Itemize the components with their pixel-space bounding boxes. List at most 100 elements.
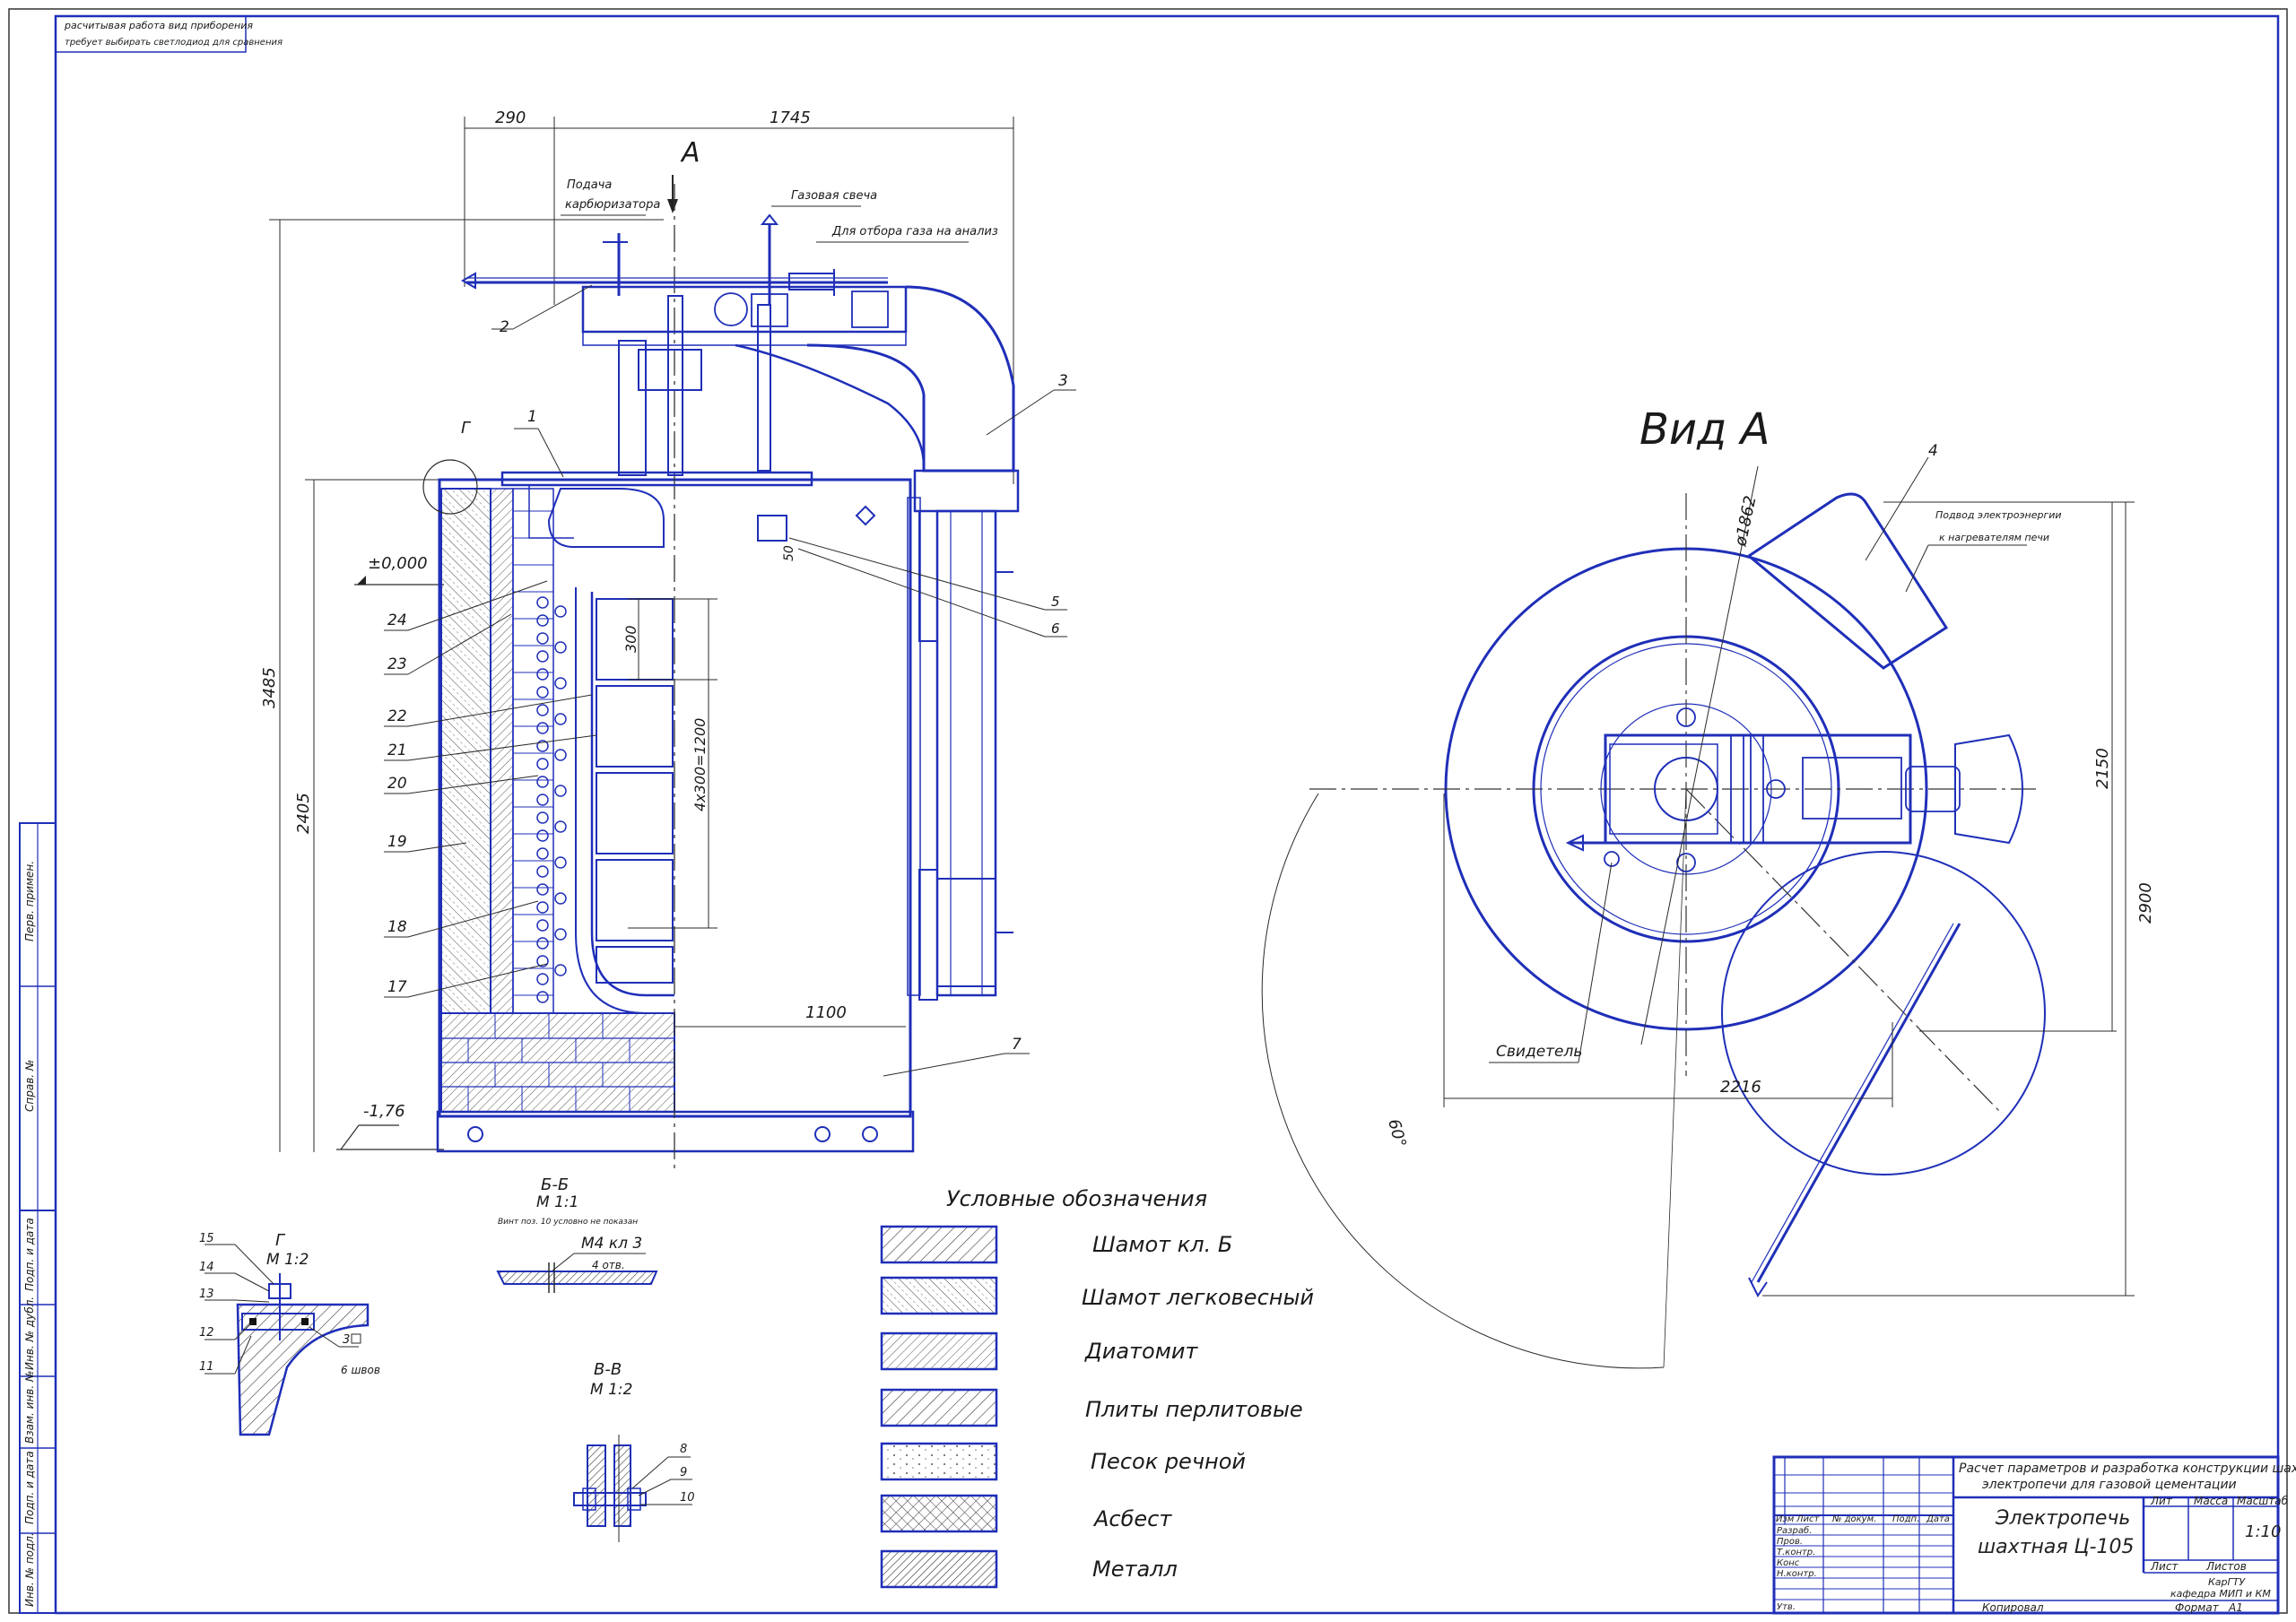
legend-swatch-6: [880, 1494, 998, 1533]
section-bb-scale: М 1:1: [536, 1193, 578, 1211]
dim-1745: 1745: [770, 108, 811, 127]
view-a-title: Вид А: [1639, 404, 1770, 455]
tb-scale-value: 1:10: [2245, 1522, 2281, 1541]
pos-23: 23: [387, 655, 407, 673]
pos-1: 1: [527, 408, 537, 426]
detail-g: Г М 1:2 15 14 13 12 11 3 6 швов: [199, 1231, 380, 1436]
legend-swatch-2: [880, 1276, 998, 1315]
view-a: Вид А: [1261, 404, 2155, 1369]
tb-lit: Лит: [2150, 1495, 2173, 1507]
detail-weld: 3: [343, 1333, 350, 1347]
stamp-line-1: расчитывая работа вид приборения: [64, 20, 253, 31]
stamp-line-2: требует выбирать светлодиод для сравнени…: [65, 37, 283, 48]
pos-18: 18: [387, 918, 407, 936]
tb-row-6: Утв.: [1777, 1602, 1796, 1612]
legend-swatch-5: [880, 1442, 998, 1481]
label-gas-candle: Газовая свеча: [791, 189, 877, 203]
label-svidetel: Свидетель: [1496, 1043, 1582, 1061]
tb-kopiroval: Копировал: [1982, 1601, 2044, 1614]
pos-17: 17: [387, 978, 407, 996]
view-a-letter: А: [680, 137, 700, 169]
dim-50: 50: [782, 545, 796, 561]
left-strip: Перв. примен. Справ. № Подп. и дата Инв.…: [19, 822, 57, 1614]
section-bb-title: Б-Б: [541, 1175, 569, 1194]
baskets: [596, 598, 674, 984]
pos-7: 7: [1012, 1036, 1022, 1054]
section-vv-title: В-В: [594, 1360, 622, 1379]
legend-label-6: Асбест: [1092, 1506, 1172, 1531]
dim-2900: 2900: [2136, 882, 2155, 924]
tb-org-1: КарГТУ: [2208, 1576, 2246, 1588]
dim-3485: 3485: [260, 667, 279, 708]
tb-col-list: Лист: [1796, 1514, 1821, 1524]
pos-24: 24: [387, 612, 407, 629]
section-bb-thread: М4 кл 3: [581, 1235, 642, 1253]
pos-2: 2: [500, 318, 509, 336]
power-note-2: к нагревателям печи: [1939, 532, 2049, 543]
tb-format-value: А1: [2228, 1601, 2243, 1614]
legend: Условные обозначения Шамот кл. Б Шамот л…: [880, 1186, 1314, 1589]
legend-title: Условные обозначения: [946, 1186, 1207, 1211]
legend-swatch-4: [880, 1388, 998, 1427]
pos-3: 3: [1058, 372, 1068, 390]
section-vv-scale: М 1:2: [590, 1381, 632, 1399]
power-note-1: Подвод электроэнергии: [1935, 509, 2062, 521]
strip-label-2: Справ. №: [23, 1060, 36, 1112]
label-karbyurizatora: карбюризатора: [565, 198, 660, 212]
tb-col-data: Дата: [1926, 1514, 1950, 1524]
pos-19: 19: [387, 833, 407, 851]
legend-label-3: Диатомит: [1084, 1339, 1198, 1364]
section-vv: В-В М 1:2 8 9 10: [573, 1360, 695, 1542]
vv-pos-8: 8: [680, 1443, 687, 1456]
tb-row-5: Н.контр.: [1777, 1569, 1817, 1579]
label-podacha: Подача: [567, 178, 612, 192]
dim-290: 290: [495, 108, 526, 127]
legend-swatch-3: [880, 1331, 998, 1371]
detail-g-scale: М 1:2: [266, 1251, 309, 1269]
tb-name-1: Электропечь: [1995, 1507, 2130, 1530]
inner-frame: [54, 14, 2280, 1615]
tb-project: Расчет параметров и разработка конструкц…: [1959, 1462, 2296, 1476]
main-section-view: 290 1745 А 3485 2405 ±0,000 -1,76: [260, 108, 1076, 1170]
dim-4x300: 4x300=1200: [691, 718, 709, 811]
tb-row-1: Разраб.: [1777, 1525, 1812, 1536]
dim-2150: 2150: [2093, 748, 2112, 789]
tb-col-izm: Изм: [1776, 1514, 1795, 1524]
label-gas-sample: Для отбора газа на анализ: [831, 225, 998, 239]
top-left-stamp: расчитывая работа вид приборения требует…: [55, 15, 283, 53]
pos-22: 22: [387, 707, 407, 725]
detail-pos-12: 12: [199, 1326, 214, 1340]
legend-label-4: Плиты перлитовые: [1085, 1397, 1303, 1422]
pos-21: 21: [387, 742, 407, 759]
vv-pos-10: 10: [680, 1491, 695, 1505]
title-block: Расчет параметров и разработка конструкц…: [1772, 1455, 2296, 1615]
legend-label-1: Шамот кл. Б: [1092, 1232, 1232, 1257]
dim-1862: ø1862: [1731, 494, 1761, 549]
vv-pos-9: 9: [680, 1466, 687, 1479]
legend-swatch-1: [880, 1225, 998, 1264]
heater-coils: [536, 596, 567, 1003]
strip-label-6: Подп. и дата: [23, 1451, 36, 1524]
legend-swatch-7: [880, 1549, 998, 1589]
detail-pos-11: 11: [199, 1360, 214, 1374]
pos-6: 6: [1051, 620, 1060, 637]
tb-row-3: Т.контр.: [1777, 1548, 1815, 1557]
tb-listov: Листов: [2205, 1560, 2247, 1573]
detail-pos-15: 15: [199, 1232, 214, 1245]
dim-1100: 1100: [805, 1003, 847, 1022]
section-bb: Б-Б М 1:1 Винт поз. 10 условно не показа…: [496, 1175, 658, 1293]
tb-org-2: кафедра МИП и КМ: [2170, 1588, 2271, 1600]
dim-300: 300: [622, 625, 639, 653]
tb-format: Формат: [2175, 1601, 2220, 1614]
angle-60: 60°: [1384, 1117, 1410, 1149]
tb-massa: Масса: [2194, 1495, 2228, 1507]
pos-20: 20: [387, 775, 407, 793]
tb-row-4: Конс: [1777, 1558, 1800, 1568]
strip-label-5: Взам. инв. №: [23, 1371, 36, 1444]
tb-name-2: шахтная Ц-105: [1978, 1536, 2135, 1558]
legend-label-2: Шамот легковесный: [1082, 1285, 1314, 1310]
tb-col-doc: № докум.: [1831, 1514, 1876, 1524]
tb-col-podp: Подп.: [1892, 1514, 1919, 1524]
tb-masshtab: Масштаб: [2237, 1495, 2289, 1507]
